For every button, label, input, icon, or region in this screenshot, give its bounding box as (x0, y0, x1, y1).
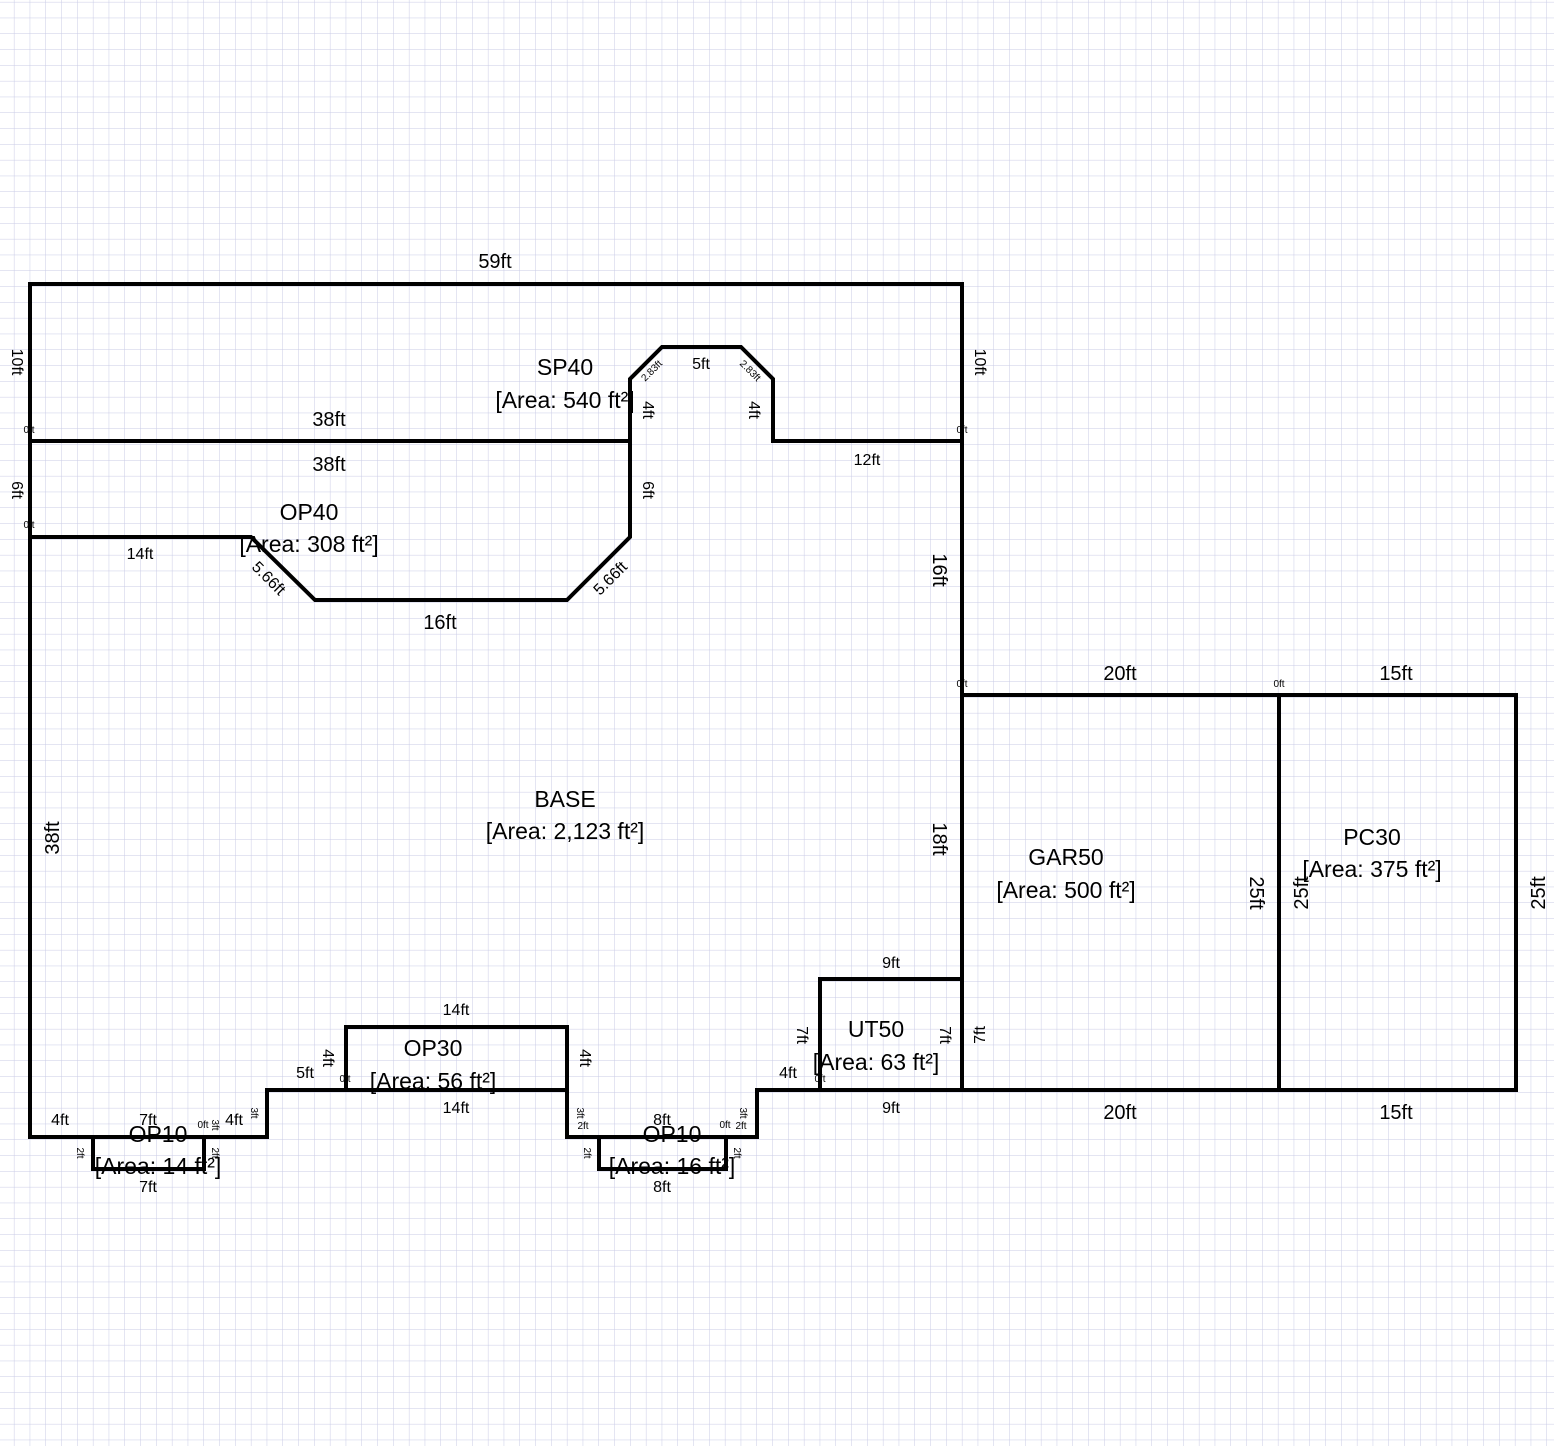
dim-label: 2ft (577, 1121, 588, 1132)
area-value-sp40: [Area: 540 ft²] (495, 387, 634, 413)
dim-label: 15ft (1379, 663, 1413, 685)
area-name-ut50: UT50 (848, 1016, 904, 1042)
dim-label: 59ft (478, 251, 512, 273)
dim-label: 4ft (319, 1049, 336, 1067)
area-name-op30: OP30 (404, 1035, 463, 1061)
dim-label: 4ft (745, 401, 762, 419)
wall-lines (28, 282, 1518, 1171)
dim-label: 4ft (51, 1112, 69, 1129)
dim-label: 38ft (42, 821, 64, 855)
dim-label: 0ft (23, 425, 34, 436)
op40-outline (28, 439, 632, 602)
dim-label: 0ft (719, 1120, 730, 1131)
dim-label: 18ft (928, 822, 950, 856)
base-left-wall (28, 439, 964, 1139)
dim-label: 8ft (653, 1179, 671, 1196)
dim-label: 3ft (737, 1107, 748, 1118)
op10-left-outline (91, 1135, 206, 1171)
dim-label: 0ft (1273, 679, 1284, 690)
dim-label: 4ft (779, 1065, 797, 1082)
area-name-base: BASE (534, 786, 595, 812)
area-value-ut50: [Area: 63 ft²] (813, 1049, 940, 1075)
area-value-op10-left: [Area: 14 ft²] (95, 1153, 222, 1179)
dim-label: 3ft (574, 1107, 585, 1118)
dim-label: 16ft (928, 553, 950, 587)
area-value-pc30: [Area: 375 ft²] (1302, 856, 1441, 882)
dim-label: 2ft (74, 1147, 85, 1158)
dim-label: 20ft (1103, 663, 1137, 685)
area-name-gar50: GAR50 (1028, 844, 1103, 870)
dim-label: 14ft (443, 1002, 470, 1019)
dim-label: 6ft (639, 481, 656, 499)
dim-label: 2ft (581, 1147, 592, 1158)
dim-label: 25ft (1245, 876, 1267, 910)
op10-right-outline (597, 1135, 728, 1171)
dim-label: 3ft (248, 1107, 259, 1118)
dim-label: 2ft (209, 1147, 220, 1158)
dim-label: 7ft (972, 1026, 989, 1044)
dim-label: 7ft (139, 1112, 157, 1129)
dim-label: 25ft (1291, 876, 1313, 910)
dim-label: 10ft (8, 349, 25, 376)
area-name-sp40: SP40 (537, 354, 593, 380)
area-value-op10-right: [Area: 16 ft²] (609, 1153, 736, 1179)
dim-label: 14ft (127, 546, 154, 563)
dim-label: 5ft (692, 356, 710, 373)
sp40-outline (28, 282, 964, 443)
dim-label: 12ft (854, 452, 881, 469)
op30-outline (344, 1025, 569, 1092)
dim-label: 7ft (793, 1026, 810, 1044)
area-name-pc30: PC30 (1343, 824, 1401, 850)
dim-label: 0ft (956, 425, 967, 436)
area-value-op40: [Area: 308 ft²] (239, 531, 378, 557)
dim-label: 38ft (312, 409, 346, 431)
dim-label: 5ft (296, 1065, 314, 1082)
dim-label: 20ft (1103, 1102, 1137, 1124)
area-value-gar50: [Area: 500 ft²] (996, 877, 1135, 903)
dimension-labels: 59ft 10ft 10ft 38ft 38ft 6ft 14ft 5.66ft… (8, 251, 1550, 1196)
ut50-outline (818, 977, 964, 1092)
area-name-op40: OP40 (280, 499, 339, 525)
area-name-op10-left: OP10 (129, 1121, 188, 1147)
dim-label: 3ft (209, 1119, 220, 1130)
area-labels: SP40 [Area: 540 ft²] OP40 [Area: 308 ft²… (95, 354, 1442, 1179)
gar-pc-outline (960, 693, 1518, 1092)
dim-label: 4ft (225, 1112, 243, 1129)
dim-label: 0ft (956, 679, 967, 690)
dim-label: 15ft (1379, 1102, 1413, 1124)
dim-label: 4ft (639, 401, 656, 419)
dim-label: 9ft (882, 1100, 900, 1117)
dim-label: 0ft (814, 1074, 825, 1085)
dim-label: 6ft (8, 481, 25, 499)
area-value-base: [Area: 2,123 ft²] (486, 818, 645, 844)
dim-label: 38ft (312, 454, 346, 476)
dim-label: 10ft (971, 349, 988, 376)
dim-label: 14ft (443, 1100, 470, 1117)
dim-label: 0ft (197, 1120, 208, 1131)
dim-label: 4ft (576, 1049, 593, 1067)
dim-label: 2ft (731, 1147, 742, 1158)
area-value-op30: [Area: 56 ft²] (370, 1068, 497, 1094)
area-name-op10-right: OP10 (643, 1121, 702, 1147)
dim-label: 8ft (653, 1112, 671, 1129)
dim-label: 25ft (1528, 876, 1550, 910)
dim-label: 7ft (936, 1026, 953, 1044)
dim-label: 7ft (139, 1179, 157, 1196)
dim-label: 2ft (735, 1121, 746, 1132)
dim-label: 16ft (423, 612, 457, 634)
dim-label: 0ft (339, 1074, 350, 1085)
dim-label: 0ft (23, 520, 34, 531)
dim-label: 9ft (882, 955, 900, 972)
